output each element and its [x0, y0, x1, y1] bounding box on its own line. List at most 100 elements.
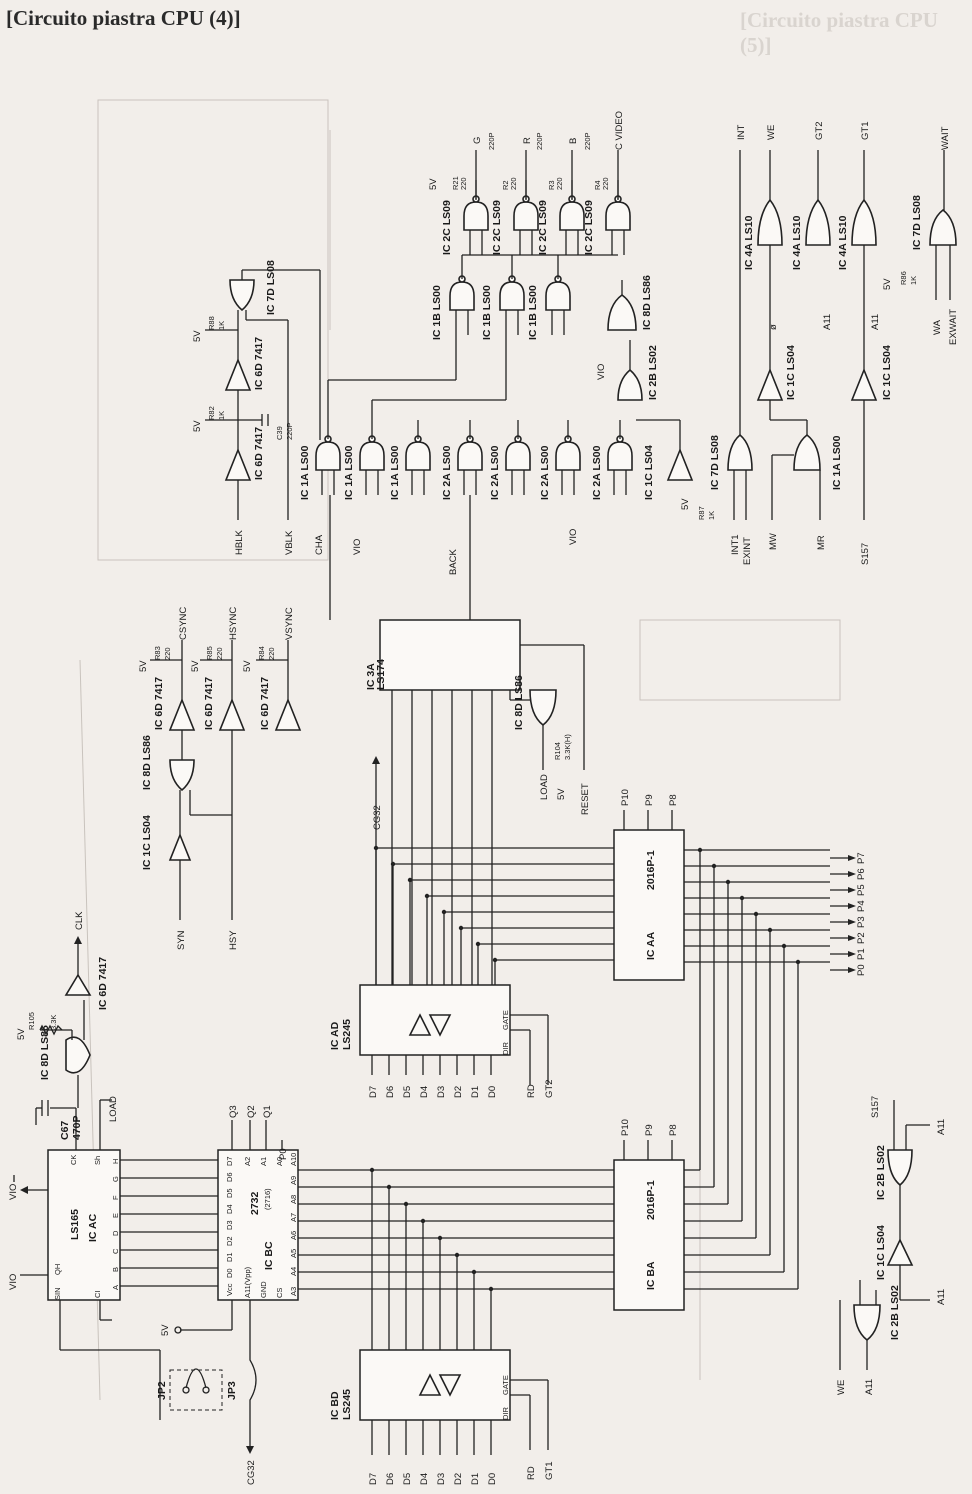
svg-text:IC 7D LS08: IC 7D LS08: [709, 435, 721, 490]
open-collector-gate: [463, 201, 489, 231]
vio-path: IC 8D LS86 VIO IC 2B LS02 IC 1C LS04: [596, 275, 694, 500]
gate-label: IC 2A LS00: [591, 445, 603, 500]
svg-text:P9: P9: [644, 794, 655, 806]
svg-text:IC 6D 7417: IC 6D 7417: [259, 677, 271, 730]
svg-text:220: 220: [163, 647, 172, 660]
svg-text:D3: D3: [225, 1220, 234, 1230]
gate-label: IC 2C LS09: [441, 200, 453, 255]
data-bus-label: D6: [385, 1473, 396, 1485]
svg-text:220: 220: [555, 177, 564, 190]
ic-3a-ls174: IC 3A LS174: [365, 619, 521, 691]
svg-text:JP3: JP3: [226, 1381, 238, 1400]
svg-text:HBLK: HBLK: [234, 530, 245, 555]
data-bus-label: D1: [470, 1086, 481, 1098]
svg-text:LS245: LS245: [341, 1019, 353, 1050]
we-control-gates: IC 2B LS02 IC 1C LS04 IC 2B LS02 A11 S15…: [836, 1096, 947, 1395]
junction: [458, 925, 464, 931]
svg-text:3.3K: 3.3K: [49, 1015, 58, 1030]
svg-text:IC 8D LS86: IC 8D LS86: [641, 275, 653, 330]
svg-text:1K: 1K: [909, 276, 918, 285]
svg-text:P10: P10: [620, 1119, 631, 1136]
svg-text:A: A: [111, 1285, 120, 1290]
svg-text:DIR: DIR: [501, 1407, 510, 1421]
svg-text:B: B: [568, 138, 579, 144]
svg-text:5V: 5V: [882, 278, 893, 290]
svg-text:B: B: [111, 1267, 120, 1272]
open-collector-gate: [605, 201, 631, 231]
svg-text:A7: A7: [289, 1213, 298, 1222]
junction: [739, 895, 745, 901]
nand-gate: [315, 441, 341, 471]
junction: [795, 959, 801, 965]
svg-text:R85: R85: [205, 646, 214, 660]
junction: [420, 1218, 426, 1224]
data-bus-label: D5: [402, 1473, 413, 1485]
svg-text:QH: QH: [53, 1264, 62, 1275]
svg-text:Sh: Sh: [93, 1156, 102, 1165]
p-bus-label: P2: [856, 932, 867, 944]
svg-text:A11: A11: [936, 1289, 947, 1305]
svg-text:MR: MR: [816, 535, 827, 550]
svg-text:1K: 1K: [217, 321, 226, 330]
bleed-through-title: [Circuito piastra CPU (5)]: [740, 8, 938, 57]
data-bus-label: D2: [453, 1086, 464, 1098]
svg-text:EXINT: EXINT: [742, 537, 753, 565]
ic-ac-name: IC AC: [87, 1213, 99, 1242]
svg-text:VBLK: VBLK: [284, 530, 295, 555]
clk-label: CLK: [74, 911, 85, 930]
svg-text:A11: A11: [936, 1119, 947, 1135]
p-bus-label: P5: [856, 884, 867, 896]
gate-label: IC 2A LS00: [441, 445, 453, 500]
svg-text:220: 220: [459, 177, 468, 190]
svg-text:A2: A2: [243, 1157, 252, 1166]
open-collector-gate: [513, 201, 539, 231]
svg-text:5V: 5V: [190, 660, 201, 672]
gate-label: IC 2C LS09: [583, 200, 595, 255]
svg-text:P8: P8: [668, 794, 679, 806]
svg-text:IC 4A LS10: IC 4A LS10: [791, 215, 803, 270]
svg-text:INT1: INT1: [730, 534, 741, 555]
junction: [441, 909, 447, 915]
svg-text:5V: 5V: [556, 788, 567, 800]
svg-text:IC 2B LS02: IC 2B LS02: [647, 345, 659, 400]
svg-text:(2716): (2716): [263, 1188, 272, 1210]
data-bus-label: D7: [368, 1086, 379, 1098]
svg-text:VIO: VIO: [568, 529, 579, 545]
svg-text:F: F: [111, 1195, 120, 1200]
c67-label: C67: [59, 1121, 71, 1140]
svg-text:A4: A4: [289, 1267, 298, 1276]
svg-text:D2: D2: [225, 1236, 234, 1246]
svg-text:IC 7D LS08: IC 7D LS08: [911, 195, 923, 250]
svg-text:GATE: GATE: [501, 1375, 510, 1395]
svg-text:5V: 5V: [192, 330, 203, 342]
arrow: [848, 951, 856, 957]
svg-text:G: G: [472, 137, 483, 144]
svg-text:D: D: [111, 1230, 120, 1236]
nand-gate: [499, 281, 525, 311]
gate-label: IC 1A LS00: [299, 445, 311, 500]
svg-text:IC 1C LS04: IC 1C LS04: [141, 815, 153, 870]
junction: [767, 927, 773, 933]
sync-section: IC 1C LS04 SYN IC 8D LS86 HSY IC 6D 7417…: [138, 607, 302, 950]
svg-text:E: E: [111, 1213, 120, 1218]
svg-text:MW: MW: [768, 533, 779, 550]
gate-label: IC 1B LS00: [527, 285, 539, 340]
svg-text:S157: S157: [870, 1096, 881, 1118]
svg-text:WE: WE: [766, 125, 777, 140]
svg-text:A11: A11: [870, 314, 881, 330]
svg-text:GND: GND: [259, 1281, 268, 1298]
svg-text:P0: P0: [278, 1148, 289, 1160]
svg-text:CSYNC: CSYNC: [178, 607, 189, 640]
svg-text:IC AD: IC AD: [329, 1021, 341, 1050]
page-title: [Circuito piastra CPU (4)]: [6, 6, 241, 30]
svg-text:R84: R84: [257, 646, 266, 660]
svg-text:5V: 5V: [680, 498, 691, 510]
buffer-control: RD GT1 RD GT2: [510, 1014, 555, 1480]
svg-text:BACK: BACK: [448, 548, 459, 575]
svg-text:5V: 5V: [16, 1028, 27, 1040]
arrow: [848, 855, 856, 861]
